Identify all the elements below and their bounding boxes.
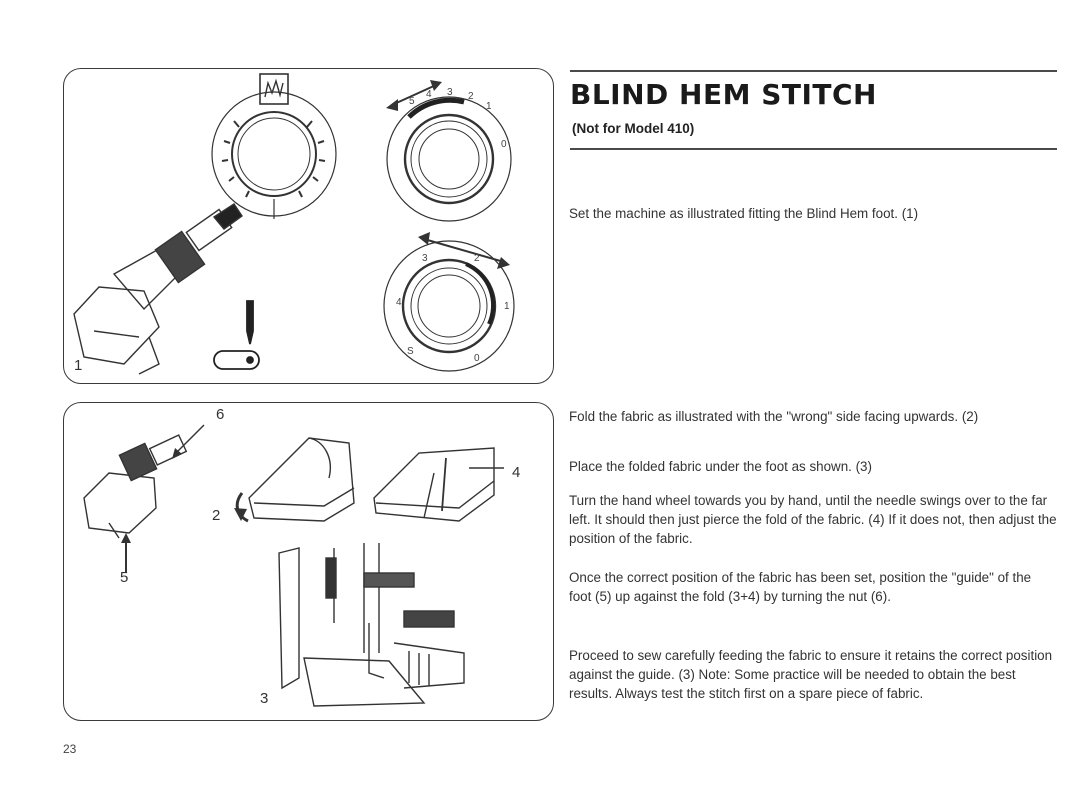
needle-icon xyxy=(213,300,260,370)
machine-detail-fig3 xyxy=(278,543,465,707)
figure-label-3: 3 xyxy=(260,690,269,707)
figure-2-panel: 6 4 2 5 3 xyxy=(63,402,554,721)
svg-text:3: 3 xyxy=(447,87,453,98)
paragraph-turn-wheel: Turn the hand wheel towards you by hand,… xyxy=(569,493,1057,546)
lower-dial-numbers: 4 3 2 1 0 S xyxy=(396,253,510,364)
figure-label-4: 4 xyxy=(512,464,521,481)
svg-text:2: 2 xyxy=(474,253,480,264)
paragraph-setup: Set the machine as illustrated fitting t… xyxy=(569,206,919,221)
figure-number-1: 1 xyxy=(74,357,83,374)
svg-text:4: 4 xyxy=(426,89,432,100)
stitch-width-dial xyxy=(386,80,512,222)
figure-label-6: 6 xyxy=(216,406,225,423)
page-number: 23 xyxy=(63,742,77,756)
paragraph-fold-fabric: Fold the fabric as illustrated with the … xyxy=(569,409,979,424)
presser-foot-detail xyxy=(83,424,205,573)
figure-1-panel: 5 4 3 2 1 0 4 3 2 1 0 S xyxy=(63,68,554,384)
blind-hem-foot xyxy=(73,203,243,375)
top-rule xyxy=(570,70,1057,72)
svg-text:4: 4 xyxy=(396,297,402,308)
folded-fabric-fig2 xyxy=(234,437,355,523)
pattern-dial xyxy=(211,73,337,219)
upper-dial-numbers: 5 4 3 2 1 0 xyxy=(409,87,507,150)
blind-hem-symbol-window xyxy=(259,73,289,105)
paragraph-position-guide: Once the correct position of the fabric … xyxy=(569,570,1032,604)
svg-text:5: 5 xyxy=(409,96,415,107)
svg-text:0: 0 xyxy=(501,139,507,150)
page-title: BLIND HEM STITCH xyxy=(570,78,877,111)
paragraph-place-fabric: Place the folded fabric under the foot a… xyxy=(569,459,872,474)
stitch-length-dial xyxy=(383,232,515,372)
figure-2-illustration xyxy=(83,424,504,707)
figure-label-5: 5 xyxy=(120,569,129,586)
figure-1-illustration: 5 4 3 2 1 0 4 3 2 1 0 S xyxy=(73,73,515,375)
svg-text:2: 2 xyxy=(468,91,474,102)
paragraph-proceed: Proceed to sew carefully feeding the fab… xyxy=(569,648,1053,701)
svg-text:S: S xyxy=(407,346,414,357)
title-bottom-rule xyxy=(570,148,1057,150)
folded-fabric-fig4 xyxy=(373,447,504,522)
svg-text:3: 3 xyxy=(422,253,428,264)
svg-text:0: 0 xyxy=(474,353,480,364)
page-subtitle: (Not for Model 410) xyxy=(572,121,695,136)
figure-label-2: 2 xyxy=(212,507,221,524)
svg-text:1: 1 xyxy=(504,301,510,312)
svg-text:1: 1 xyxy=(486,101,492,112)
